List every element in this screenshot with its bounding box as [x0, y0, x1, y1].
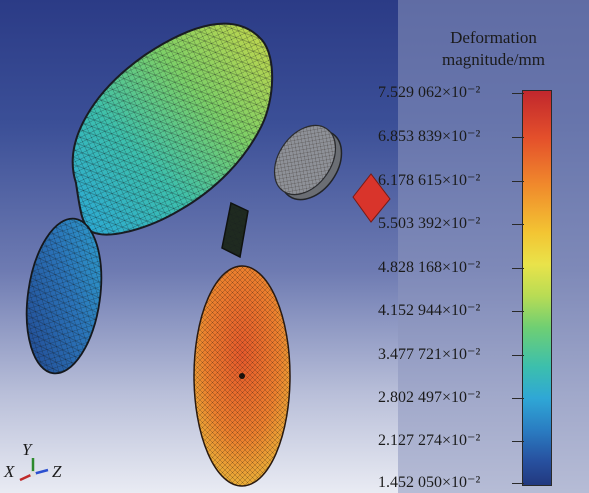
axis-triad	[19, 458, 49, 482]
bottom-elliptical-mirror	[193, 265, 291, 487]
legend-tick-label: 1.452 050×10⁻²	[378, 474, 481, 491]
legend-tick-label: 4.828 168×10⁻²	[378, 259, 481, 276]
legend-tick-label: 7.529 062×10⁻²	[378, 84, 481, 101]
legend-tick-mark	[512, 181, 524, 182]
color-scale-bar	[522, 90, 552, 486]
legend-tick-label: 2.127 274×10⁻²	[378, 432, 481, 449]
x-axis-label: X	[4, 462, 15, 481]
legend-tick-mark	[512, 268, 524, 269]
small-plate	[221, 201, 249, 259]
legend-tick-mark	[512, 93, 524, 94]
legend-tick-mark	[512, 355, 524, 356]
z-axis-label: Z	[52, 462, 62, 481]
legend-panel	[398, 0, 589, 493]
legend-tick-label: 6.178 615×10⁻²	[378, 172, 481, 189]
legend-tick-mark	[512, 224, 524, 225]
legend-tick-mark	[512, 398, 524, 399]
legend-tick-label: 5.503 392×10⁻²	[378, 215, 481, 232]
left-elliptical-mirror	[25, 217, 103, 375]
large-deformed-surface	[71, 22, 274, 236]
legend-tick-label: 6.853 839×10⁻²	[378, 128, 481, 145]
legend-tick-mark	[512, 483, 524, 484]
legend-title-line2: magnitude/mm	[442, 50, 545, 69]
legend-tick-label: 4.152 944×10⁻²	[378, 302, 481, 319]
legend-tick-mark	[512, 311, 524, 312]
legend-tick-label: 2.802 497×10⁻²	[378, 389, 481, 406]
legend-tick-mark	[512, 441, 524, 442]
legend-tick-label: 3.477 721×10⁻²	[378, 346, 481, 363]
legend-title-line1: Deformation	[450, 28, 537, 47]
gray-disk	[273, 124, 343, 201]
y-axis-label: Y	[22, 440, 32, 459]
red-small-element	[352, 173, 391, 223]
legend-tick-mark	[512, 137, 524, 138]
